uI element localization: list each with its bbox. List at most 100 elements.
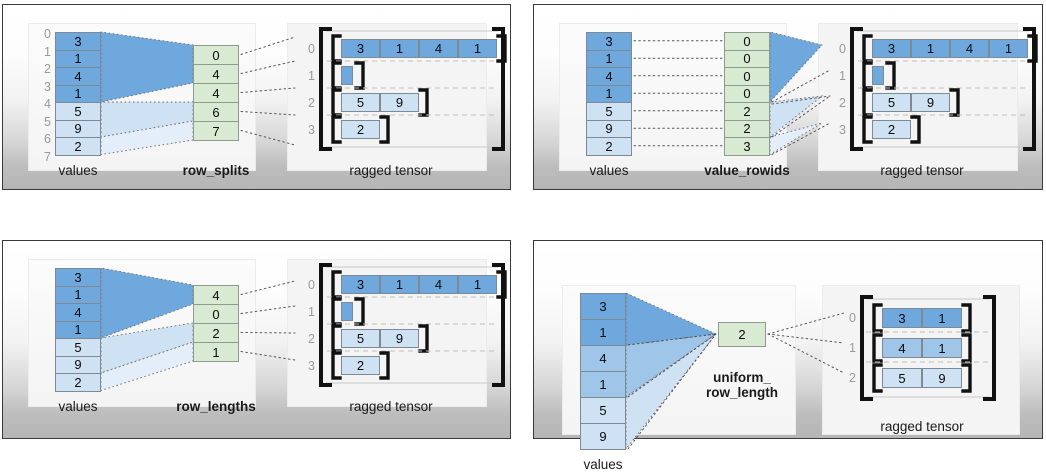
- label-values: values: [589, 162, 629, 178]
- connectors-value-rowids: [633, 27, 1038, 156]
- values-cell: 1: [580, 371, 626, 398]
- ragged-cell: 5: [872, 93, 911, 112]
- label-encoding: uniform_ row_length: [705, 370, 778, 401]
- fan-polygon: [769, 95, 824, 138]
- values-gutter-index: 5: [44, 114, 51, 129]
- ragged-cell-empty: [341, 66, 353, 85]
- connectors-row-splits: [100, 27, 507, 156]
- tensor-bracket-right: [1023, 27, 1036, 151]
- ragged-cell: 2: [872, 120, 911, 139]
- encoding-cell: 2: [724, 119, 770, 138]
- ragged-cell: 4: [950, 39, 989, 58]
- encoding-cell: 4: [193, 83, 239, 103]
- values-cell: 2: [55, 137, 101, 156]
- ragged-row-index: 1: [849, 341, 856, 355]
- encoding-cell: 1: [193, 342, 239, 362]
- connector-line: [240, 305, 296, 314]
- encoding-cell: 0: [193, 45, 239, 65]
- connector-line: [240, 332, 296, 334]
- values-cell: 1: [55, 84, 101, 103]
- ragged-cell: 5: [341, 93, 380, 112]
- label-encoding: value_rowids: [704, 162, 790, 178]
- ragged-cell: 4: [419, 275, 458, 294]
- label-encoding: row_splits: [182, 162, 250, 178]
- encoding-cell: 0: [724, 84, 770, 103]
- values-cell: 1: [55, 285, 101, 304]
- label-ragged-tensor: ragged tensor: [880, 419, 964, 434]
- connector-line: [240, 60, 296, 74]
- connector-line: [240, 87, 296, 93]
- connector-line: [627, 333, 717, 346]
- ragged-cell-empty: [341, 302, 353, 321]
- values-gutter-index: 1: [44, 44, 51, 59]
- label-ragged-tensor: ragged tensor: [349, 398, 433, 414]
- tensor-bracket-right: [983, 295, 996, 401]
- values-gutter-index: 7: [44, 149, 51, 164]
- label-values: values: [58, 162, 98, 178]
- tensor-bracket-left: [850, 27, 863, 151]
- fan-polygon: [769, 122, 823, 156]
- encoding-cell: 2: [193, 323, 239, 343]
- label-ragged-tensor: ragged tensor: [349, 162, 433, 178]
- encoding-cell: 4: [193, 64, 239, 84]
- values-cell: 5: [580, 397, 626, 424]
- fan-polygon: [769, 31, 823, 104]
- tensor-bracket-right: [492, 263, 505, 387]
- connectors-row-lengths: [100, 263, 507, 392]
- connector-line: [771, 95, 831, 138]
- label-encoding: row_lengths: [176, 398, 256, 414]
- values-cell: 1: [580, 319, 626, 346]
- values-cell: 9: [580, 423, 626, 450]
- ragged-cell: 1: [458, 39, 497, 58]
- ragged-row-index: 3: [839, 122, 846, 137]
- encoding-cell: 4: [193, 285, 239, 305]
- ragged-row-index: 2: [308, 331, 315, 346]
- values-cell: 3: [55, 32, 101, 51]
- ragged-cell: 9: [380, 93, 419, 112]
- encoding-cell: 6: [193, 102, 239, 122]
- ragged-row-index: 2: [849, 371, 856, 385]
- encoding-cell: 0: [193, 304, 239, 324]
- encoding-cell: 3: [724, 137, 770, 156]
- tensor-bracket-left: [319, 263, 332, 387]
- fan-polygon: [625, 333, 717, 451]
- label-values: values: [583, 457, 623, 472]
- values-gutter-index: 2: [44, 62, 51, 76]
- values-gutter-index: 4: [44, 97, 51, 111]
- values-cell: 1: [586, 49, 632, 68]
- encoding-cell: 2: [718, 322, 766, 347]
- ragged-cell: 2: [341, 120, 380, 139]
- ragged-cell: 1: [911, 39, 950, 58]
- tensor-bracket-left: [860, 295, 873, 401]
- label-ragged-tensor: ragged tensor: [880, 162, 964, 178]
- ragged-cell: 1: [380, 39, 419, 58]
- connector-line: [240, 36, 296, 55]
- values-gutter-index: 3: [44, 79, 51, 94]
- ragged-cell: 3: [341, 275, 380, 294]
- ragged-cell: 2: [341, 356, 380, 375]
- values-cell: 9: [55, 355, 101, 374]
- connector-line: [771, 69, 831, 103]
- values-cell: 5: [586, 102, 632, 121]
- ragged-cell: 4: [419, 39, 458, 58]
- ragged-cell: 1: [458, 275, 497, 294]
- values-cell: 1: [55, 320, 101, 339]
- connector-line: [240, 111, 296, 116]
- ragged-row-index: 0: [308, 41, 315, 56]
- values-cell: 3: [580, 293, 626, 320]
- ragged-cell: 1: [380, 275, 419, 294]
- encoding-cell: 0: [724, 49, 770, 68]
- ragged-cell: 3: [341, 39, 380, 58]
- tensor-bracket-right: [492, 27, 505, 151]
- values-gutter-index: 6: [44, 132, 51, 146]
- values-cell: 4: [580, 345, 626, 372]
- label-values: values: [58, 398, 98, 414]
- encoding-cell: 0: [724, 32, 770, 51]
- ragged-row-index: 2: [308, 95, 315, 110]
- fan-polygon: [100, 322, 194, 374]
